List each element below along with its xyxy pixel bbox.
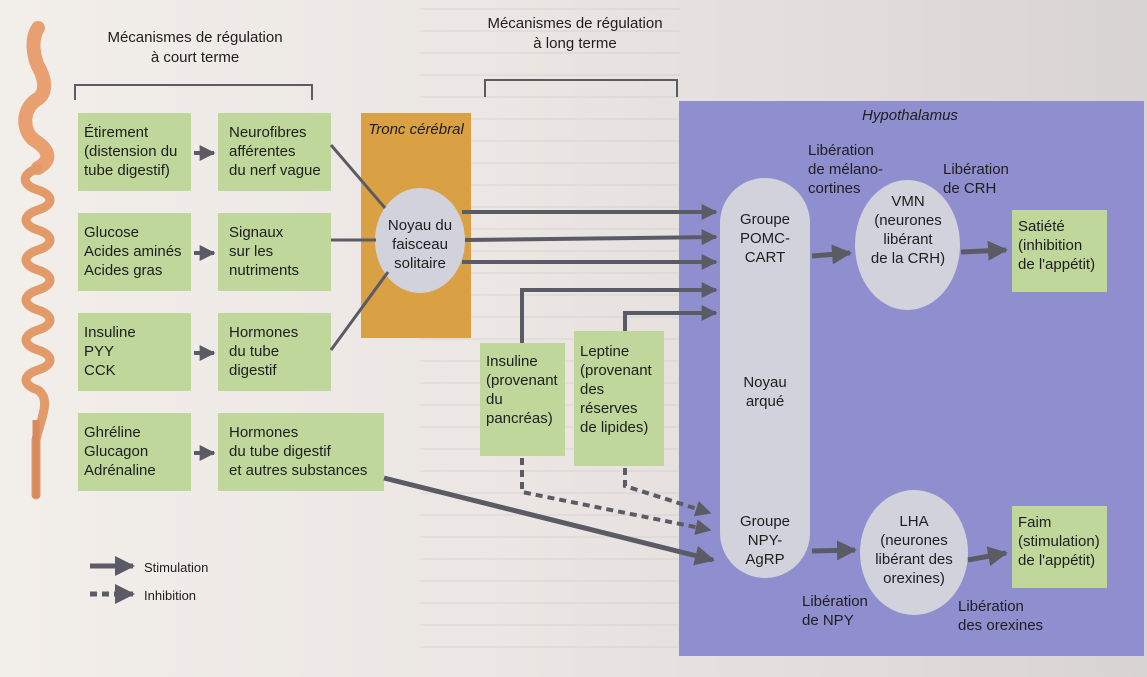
release-npy-label: Libération de NPY	[802, 593, 868, 629]
short-term-bracket	[74, 84, 313, 100]
arrow-nts-to-pomc-2	[464, 229, 718, 246]
release-crh-label: Libération de CRH	[943, 161, 1009, 197]
noyau-arque-ellipse	[720, 178, 810, 578]
pomc-group-text: Groupe POMC- CART	[739, 211, 791, 266]
arrow-npy-to-lha	[811, 540, 857, 561]
signal-box-vagus	[218, 113, 331, 191]
insulin-source-box	[480, 343, 565, 456]
lha-text: LHA (neurones libérant des orexines)	[875, 513, 953, 587]
stimulus-box-ghrelin	[78, 413, 191, 491]
signal-vagus-text: Neurofibres afférentes du nerf vague	[229, 124, 321, 179]
signal-nutrients-text: Signaux sur les nutriments	[229, 224, 300, 279]
inhibit-leptin-to-npy	[623, 468, 712, 517]
hunger-box	[1012, 506, 1107, 588]
insulin-source-text: Insuline (provenant du pancréas)	[486, 353, 558, 427]
stimulus-box-nutrients	[78, 213, 191, 291]
long-term-header: Mécanismes de régulation à long terme	[487, 15, 663, 52]
intestine-shape	[20, 163, 55, 500]
noyau-arque-text: Noyau arqué	[743, 374, 787, 410]
short-term-header: Mécanismes de régulation à court terme	[107, 29, 283, 66]
signal-other-text: Hormones du tube digestif et autres subs…	[229, 424, 368, 479]
stimulus-ghrelin-text: Ghréline Glucagon Adrénaline	[84, 424, 156, 479]
stimulus-box-stretch	[78, 113, 191, 191]
noyau-faisceau-text: Noyau du faisceau solitaire	[387, 217, 453, 272]
vmn-text: VMN (neurones libérant de la CRH)	[870, 193, 946, 267]
arrow-insulin-to-pomc	[520, 282, 718, 343]
signal-box-gut-hormones	[218, 313, 331, 391]
signal-box-nutrients	[218, 213, 331, 291]
legend-stimulation-label: Stimulation	[144, 560, 209, 575]
lha-ellipse	[860, 490, 968, 615]
hunger-text: Faim (stimulation) de l'appétit)	[1018, 514, 1100, 569]
release-melanocortines-label: Libération de mélano- cortines	[808, 142, 884, 197]
hypothalamus-label: Hypothalamus	[862, 107, 958, 124]
noyau-faisceau-ellipse	[375, 188, 465, 293]
long-term-bracket	[484, 79, 678, 97]
signal-box-other-substances	[218, 413, 384, 491]
release-orexines-label: Libération des orexines	[958, 598, 1044, 634]
stimulus-stretch-text: Étirement (distension du tube digestif)	[84, 124, 178, 179]
satiety-box	[1012, 210, 1107, 292]
line-gut-to-nts	[329, 271, 390, 351]
arrow-leptin-to-pomc	[623, 305, 718, 331]
arrow-lha-to-hunger	[967, 546, 1008, 567]
line-vagus-to-nts	[329, 144, 387, 209]
inhibit-insulin-to-npy	[520, 458, 712, 535]
npy-group-text: Groupe NPY- AgRP	[739, 513, 791, 568]
leptin-source-text: Leptine (provenant des réserves de lipid…	[580, 343, 652, 436]
leptin-source-box	[574, 331, 664, 466]
arrow-pomc-to-vmn	[811, 244, 852, 265]
arrow-other-to-npy	[383, 475, 715, 566]
stimulus-box-hormones	[78, 313, 191, 391]
stimulus-nutrients-text: Glucose Acides aminés Acides gras	[84, 224, 182, 279]
signal-gut-text: Hormones du tube digestif	[229, 324, 299, 379]
legend-inhibition-label: Inhibition	[144, 588, 197, 603]
stimulus-hormones-text: Insuline PYY CCK	[84, 324, 136, 379]
arrow-vmn-to-satiety	[960, 240, 1008, 261]
tronc-cerebral-label: Tronc cérébral	[368, 121, 464, 138]
vmn-ellipse	[855, 180, 960, 310]
stomach-shape	[18, 21, 55, 175]
satiety-text: Satiété (inhibition de l'appétit)	[1018, 218, 1096, 273]
